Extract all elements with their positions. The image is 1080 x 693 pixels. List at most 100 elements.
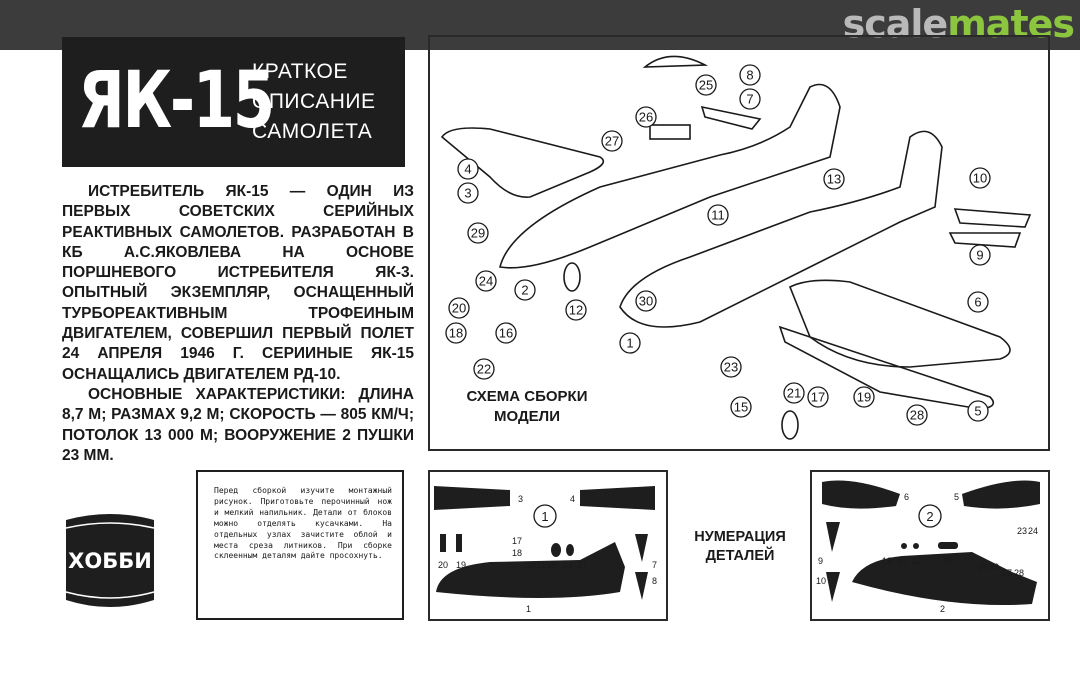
wing-lower-part [778,325,995,410]
sprue-number-circle [918,504,942,528]
callout-number: 20 [452,301,466,316]
callout-number: 9 [976,248,983,263]
svg-text:1: 1 [526,604,531,614]
svg-text:4: 4 [570,494,575,504]
parts-numbering-label: НУМЕРАЦИЯ ДЕТАЛЕЙ [694,529,786,564]
svg-text:21: 21 [577,560,587,570]
sprue-part [938,542,958,549]
svg-text:6: 6 [904,492,909,502]
svg-text:26: 26 [942,556,952,566]
nose-cone-part [563,262,581,292]
callout-circle [695,74,717,96]
callout-number: 22 [477,362,491,377]
callout-circle [601,130,623,152]
svg-text:17: 17 [512,536,522,546]
callout-circle [635,106,657,128]
small-part [700,105,762,130]
callout-number: 1 [626,336,633,351]
svg-text:13: 13 [882,556,892,566]
sprue-part [826,522,840,552]
callout-circle [475,270,497,292]
callout-number: 13 [827,172,841,187]
svg-text:23: 23 [1017,526,1027,536]
svg-text:16: 16 [526,560,536,570]
callout-circle [906,404,928,426]
history-paragraph: ИСТРЕБИТЕЛЬ ЯК-15 — ОДИН ИЗ ПЕРВЫХ СОВЕТ… [62,183,414,383]
callout-number: 6 [974,295,981,310]
svg-text:18: 18 [512,548,522,558]
callout-number: 21 [787,386,801,401]
callout-circle [457,182,479,204]
callout-number: 10 [973,171,987,186]
callout-circle [967,400,989,422]
sprue-fuselage [852,552,1037,606]
scalemates-watermark: scalemates [842,2,1075,46]
svg-text:2: 2 [926,509,933,524]
callout-number: 4 [464,162,471,177]
callout-number: 2 [521,283,528,298]
callout-number: 25 [699,78,713,93]
sprue-part [580,486,655,510]
canopy-part [642,55,709,68]
callout-circle [969,167,991,189]
sprue-1-panel: 1 3 4 17 18 20 19 16 15 25 12 21 7 8 1 [428,470,668,621]
title-block: ЯК-15 КРАТКОЕ ОПИСАНИЕ САМОЛЕТА [62,37,405,167]
svg-text:5: 5 [954,492,959,502]
svg-text:24: 24 [1028,526,1038,536]
logo-text: ХОББИ [68,549,152,573]
small-part [649,124,691,140]
callout-number: 17 [811,390,825,405]
callout-circle [473,358,495,380]
callout-circle [635,290,657,312]
sprue-part [826,572,840,602]
sprue-part [901,543,907,549]
wing-left-part [440,127,605,198]
callout-circle [853,386,875,408]
stabilizer-part [953,208,1032,228]
callout-circle [565,299,587,321]
aircraft-description: ИСТРЕБИТЕЛЬ ЯК-15 — ОДИН ИЗ ПЕРВЫХ СОВЕТ… [62,182,414,466]
specs-paragraph: ОСНОВНЫЕ ХАРАКТЕРИСТИКИ: ДЛИНА 8,7 М; РА… [62,385,414,464]
instructions-note: Перед сборкой изучите монтажный рисунок.… [196,470,404,620]
callout-number: 7 [746,92,753,107]
callout-number: 29 [471,226,485,241]
callout-number: 3 [464,186,471,201]
sprue-part [962,480,1040,509]
callout-circle [969,244,991,266]
fuselage-half-top [499,83,841,269]
sprue-part [822,480,900,509]
callout-number: 19 [857,390,871,405]
callout-circle [739,88,761,110]
svg-text:20: 20 [438,560,448,570]
hobby-logo: ХОББИ [62,510,158,614]
callout-circle [730,396,752,418]
callout-circle [445,322,467,344]
sprue-part [566,544,574,556]
sprue-part [434,486,510,510]
svg-text:12: 12 [563,560,573,570]
callout-circle [720,356,742,378]
callout-circle [448,297,470,319]
callout-number: 23 [724,360,738,375]
svg-text:2: 2 [940,604,945,614]
svg-text:27: 27 [1002,568,1012,578]
wheel-part [781,410,799,440]
sprue-fuselage [436,542,625,598]
sprue-part [456,534,462,552]
svg-text:29: 29 [978,562,988,572]
svg-text:15: 15 [536,560,546,570]
callout-number: 18 [449,326,463,341]
sprue-part [913,543,919,549]
subtitle: КРАТКОЕ ОПИСАНИЕ САМОЛЕТА [252,60,376,143]
callout-circle [823,168,845,190]
svg-text:7: 7 [652,560,657,570]
sprue-part [440,534,446,552]
callout-circle [967,291,989,313]
callout-circle [739,64,761,86]
sprue-2-panel: 2 6 5 9 10 13 21 22 26 23 24 29 30 27 28… [810,470,1050,621]
callout-circle [619,332,641,354]
sprue-part [635,572,648,600]
